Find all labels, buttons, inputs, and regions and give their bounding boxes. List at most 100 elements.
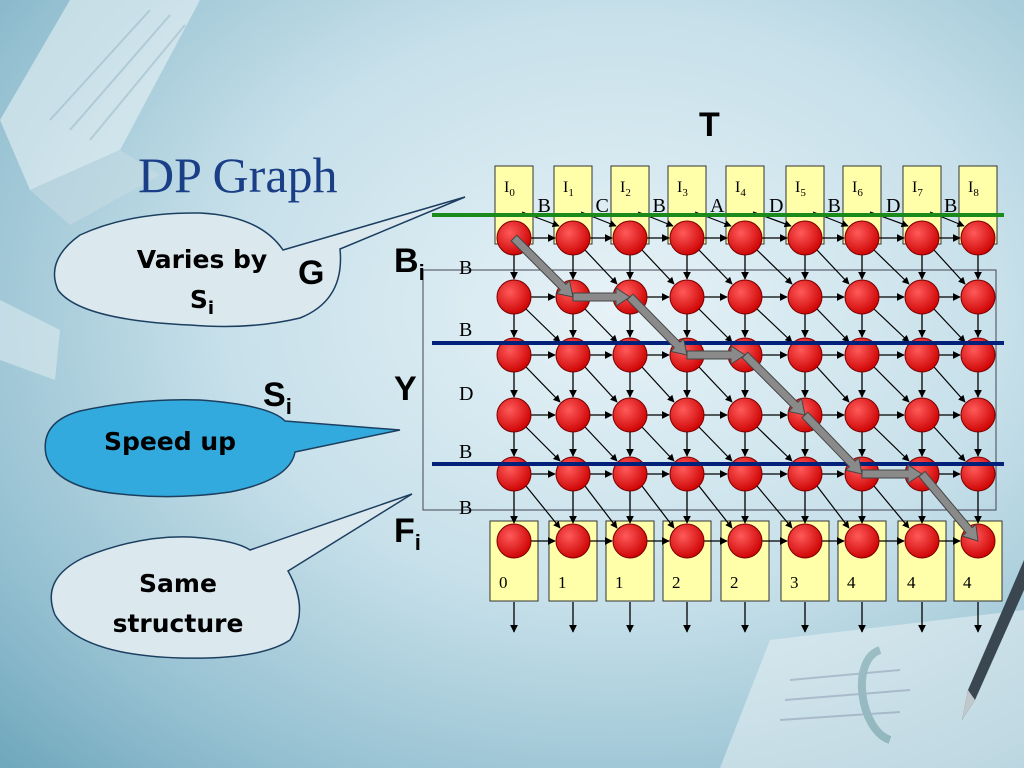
top-letter: A [710, 195, 725, 217]
diagonal-edge [698, 366, 733, 403]
side-letter: B [459, 497, 472, 519]
label-fi: Fi [394, 512, 421, 556]
dp-node [960, 397, 996, 433]
path-arrow [510, 234, 574, 298]
dp-node [496, 337, 532, 373]
label-y: Y [394, 370, 417, 408]
dp-node [844, 337, 880, 373]
diagonal-edge [933, 366, 966, 403]
dp-node [612, 523, 648, 559]
diagonal-edge [816, 366, 850, 403]
top-box-index: 1 [568, 187, 574, 199]
top-box-index: 2 [625, 187, 631, 199]
top-box-prefix: I [852, 179, 857, 196]
top-box-label: I4 [735, 179, 746, 199]
path-arrow [741, 351, 806, 416]
callout-speed-bubble [44, 399, 401, 498]
dp-node [555, 337, 591, 373]
dp-node [669, 279, 705, 315]
diagonal-edge [641, 426, 675, 462]
dp-node [904, 279, 940, 315]
top-letter: B [538, 195, 551, 217]
y-region-box [422, 269, 997, 511]
path-arrow [861, 464, 923, 484]
top-box-label: I6 [852, 179, 863, 199]
top-box-prefix: I [795, 179, 800, 196]
diagonal-edge [873, 485, 910, 529]
top-box-index: 8 [973, 187, 979, 199]
dp-node [496, 397, 532, 433]
top-box-index: 6 [857, 187, 863, 199]
callout-varies-text: Varies by Si [112, 240, 292, 329]
top-box-index: 4 [740, 187, 746, 199]
dp-node [787, 279, 823, 315]
label-si-letter: S [263, 376, 286, 414]
dp-node [727, 397, 763, 433]
dp-node [904, 397, 940, 433]
dp-node [727, 523, 763, 559]
diagonal-edge [584, 366, 618, 403]
dp-node [960, 279, 996, 315]
label-fi-letter: F [394, 512, 415, 550]
diagonal-edge [525, 485, 561, 529]
diagonal-edge [584, 485, 618, 529]
label-si: Si [263, 376, 292, 420]
diagonal-edge [698, 485, 733, 529]
callout-varies-line2: Si [189, 285, 215, 319]
diagonal-edge [756, 249, 793, 285]
diagonal-edge [873, 308, 910, 343]
top-box-prefix: I [912, 179, 917, 196]
top-letter: B [653, 195, 666, 217]
top-box-label: I3 [677, 179, 688, 199]
dp-node [844, 397, 880, 433]
top-box-index: 0 [509, 187, 515, 199]
dp-node [669, 397, 705, 433]
label-bi-letter: B [394, 242, 419, 280]
diagonal-edge [698, 308, 733, 343]
top-box-index: 5 [800, 187, 806, 199]
dp-node [904, 337, 940, 373]
diagonal-edge [873, 426, 910, 462]
diagonal-edge [641, 485, 675, 529]
label-bi-sub: i [418, 259, 425, 285]
label-fi-sub: i [414, 529, 421, 555]
bottom-value: 2 [672, 573, 681, 592]
top-letter: B [828, 195, 841, 217]
book-icon [0, 0, 200, 380]
dp-node [960, 337, 996, 373]
diagonal-edge [525, 426, 561, 462]
top-letter: C [596, 195, 609, 217]
callout-varies-bubble [53, 196, 466, 328]
callout-same-line2: structure [112, 609, 244, 638]
top-box-label: I0 [504, 179, 515, 199]
top-box-label: I7 [912, 179, 923, 199]
diagonal-edge [525, 366, 561, 403]
top-box-prefix: I [968, 179, 973, 196]
top-letter: D [769, 195, 783, 217]
diagonal-edge [584, 249, 618, 285]
dp-node [904, 523, 940, 559]
side-letter: B [459, 441, 472, 463]
bottom-value: 1 [558, 573, 567, 592]
diagonal-edge [756, 426, 793, 462]
dp-node [960, 220, 996, 256]
dp-node [787, 220, 823, 256]
dp-node [787, 523, 823, 559]
top-box-prefix: I [735, 179, 740, 196]
bottom-value: 0 [499, 573, 508, 592]
dp-node [904, 220, 940, 256]
pen-icon [962, 560, 1024, 720]
side-letter: D [459, 383, 473, 405]
dp-node [496, 279, 532, 315]
dp-node [612, 397, 648, 433]
diagonal-edge [816, 249, 850, 285]
callout-same-bubble [50, 493, 413, 659]
dp-node [844, 220, 880, 256]
top-box-prefix: I [620, 179, 625, 196]
path-arrow [686, 345, 746, 365]
diagonal-edge [873, 366, 910, 403]
diagonal-edge [525, 308, 561, 343]
top-box-prefix: I [504, 179, 509, 196]
